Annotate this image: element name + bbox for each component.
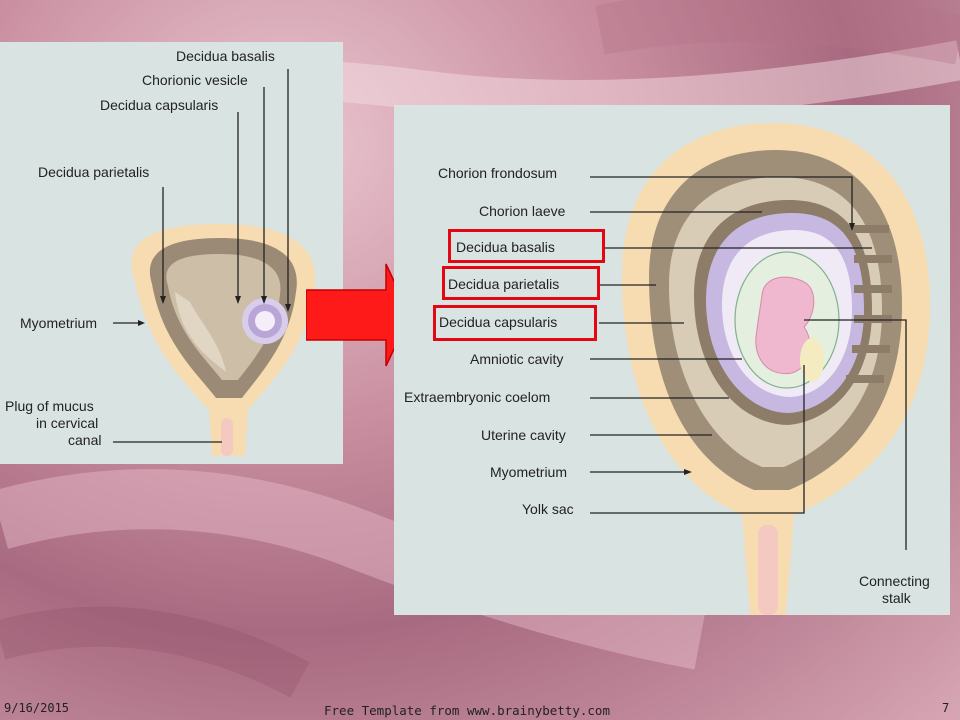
label-plug-line3: canal bbox=[68, 432, 102, 448]
left-diagram-panel: Decidua basalis Chorionic vesicle Decidu… bbox=[0, 42, 343, 464]
label-myometrium: Myometrium bbox=[20, 315, 98, 331]
highlight-decidua-capsularis bbox=[433, 305, 597, 341]
label-yolk-sac: Yolk sac bbox=[522, 501, 574, 517]
label-decidua-basalis: Decidua basalis bbox=[176, 48, 275, 64]
label-chorion-frondosum: Chorion frondosum bbox=[438, 165, 558, 181]
label-connecting-line2: stalk bbox=[882, 590, 911, 606]
footer-page-number: 7 bbox=[942, 701, 950, 715]
label-connecting-line1: Connecting bbox=[859, 573, 930, 589]
label-myometrium-right: Myometrium bbox=[490, 464, 568, 480]
label-chorionic-vesicle: Chorionic vesicle bbox=[142, 72, 248, 88]
label-chorion-laeve: Chorion laeve bbox=[479, 203, 566, 219]
label-decidua-parietalis: Decidua parietalis bbox=[38, 164, 150, 180]
label-extraembryonic-coelom: Extraembryonic coelom bbox=[404, 389, 551, 405]
left-uterus-illustration bbox=[113, 69, 316, 456]
label-decidua-capsularis-right: Decidua capsularis bbox=[439, 314, 558, 330]
right-uterus-illustration bbox=[590, 123, 930, 615]
highlight-decidua-basalis bbox=[448, 229, 605, 263]
label-decidua-parietalis-right: Decidua parietalis bbox=[448, 276, 560, 292]
label-uterine-cavity: Uterine cavity bbox=[481, 427, 566, 443]
label-plug-line1: Plug of mucus bbox=[5, 398, 94, 414]
label-decidua-capsularis: Decidua capsularis bbox=[100, 97, 219, 113]
label-amniotic-cavity: Amniotic cavity bbox=[470, 351, 564, 367]
right-diagram-panel: Chorion frondosum Chorion laeve Decidua … bbox=[394, 105, 950, 615]
highlight-decidua-parietalis bbox=[442, 266, 600, 300]
footer-credit: Free Template from www.brainybetty.com bbox=[324, 703, 610, 718]
label-decidua-basalis-right: Decidua basalis bbox=[456, 239, 555, 255]
label-plug-line2: in cervical bbox=[36, 415, 99, 431]
footer-date: 9/16/2015 bbox=[4, 701, 70, 715]
